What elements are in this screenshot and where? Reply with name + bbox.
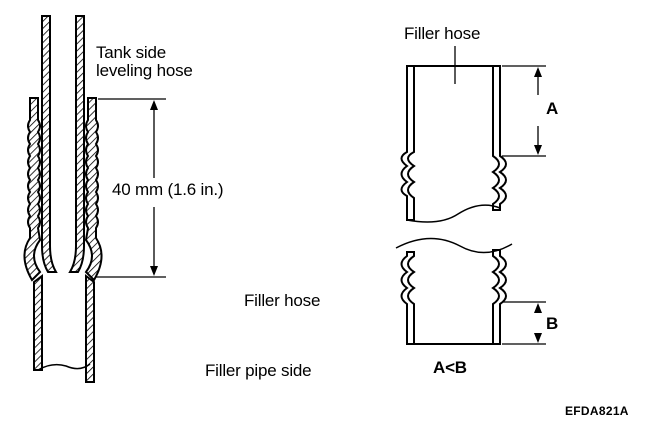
- filler-hose-outer-right: [84, 97, 103, 282]
- filler-hose-outer-left: [23, 97, 42, 282]
- filler-hose-right-label: Filler hose: [404, 24, 481, 43]
- dimension-b: [502, 301, 546, 345]
- lower-hose-left-wall: [400, 251, 416, 345]
- dimension-40mm: [96, 98, 166, 278]
- dimension-40mm-label: 40 mm (1.6 in.): [110, 180, 226, 199]
- filler-hose-left-label: Filler hose: [244, 291, 321, 310]
- upper-hose-left-wall: [400, 65, 416, 221]
- upper-hose-right-wall: [491, 65, 507, 211]
- filler-pipe-right-wall: [85, 274, 95, 383]
- dimension-a: [502, 65, 546, 157]
- filler-pipe-side-label: Filler pipe side: [205, 361, 312, 380]
- right-assembly: [395, 65, 513, 345]
- dimension-b-label: B: [546, 314, 559, 333]
- leveling-hose-right-wall: [68, 15, 85, 273]
- filler-pipe-break: [37, 363, 91, 371]
- upper-break: [406, 204, 501, 223]
- figure-code: EFDA821A: [565, 404, 629, 418]
- lower-hose-right-wall: [491, 249, 507, 345]
- leveling-hose-left-wall: [41, 15, 58, 273]
- dimension-a-label: A: [546, 99, 559, 118]
- left-assembly: [23, 15, 103, 383]
- relation-label: A<B: [433, 358, 467, 377]
- filler-pipe-left-wall: [33, 274, 43, 371]
- tank-side-leveling-hose-label: Tank side leveling hose: [96, 43, 193, 80]
